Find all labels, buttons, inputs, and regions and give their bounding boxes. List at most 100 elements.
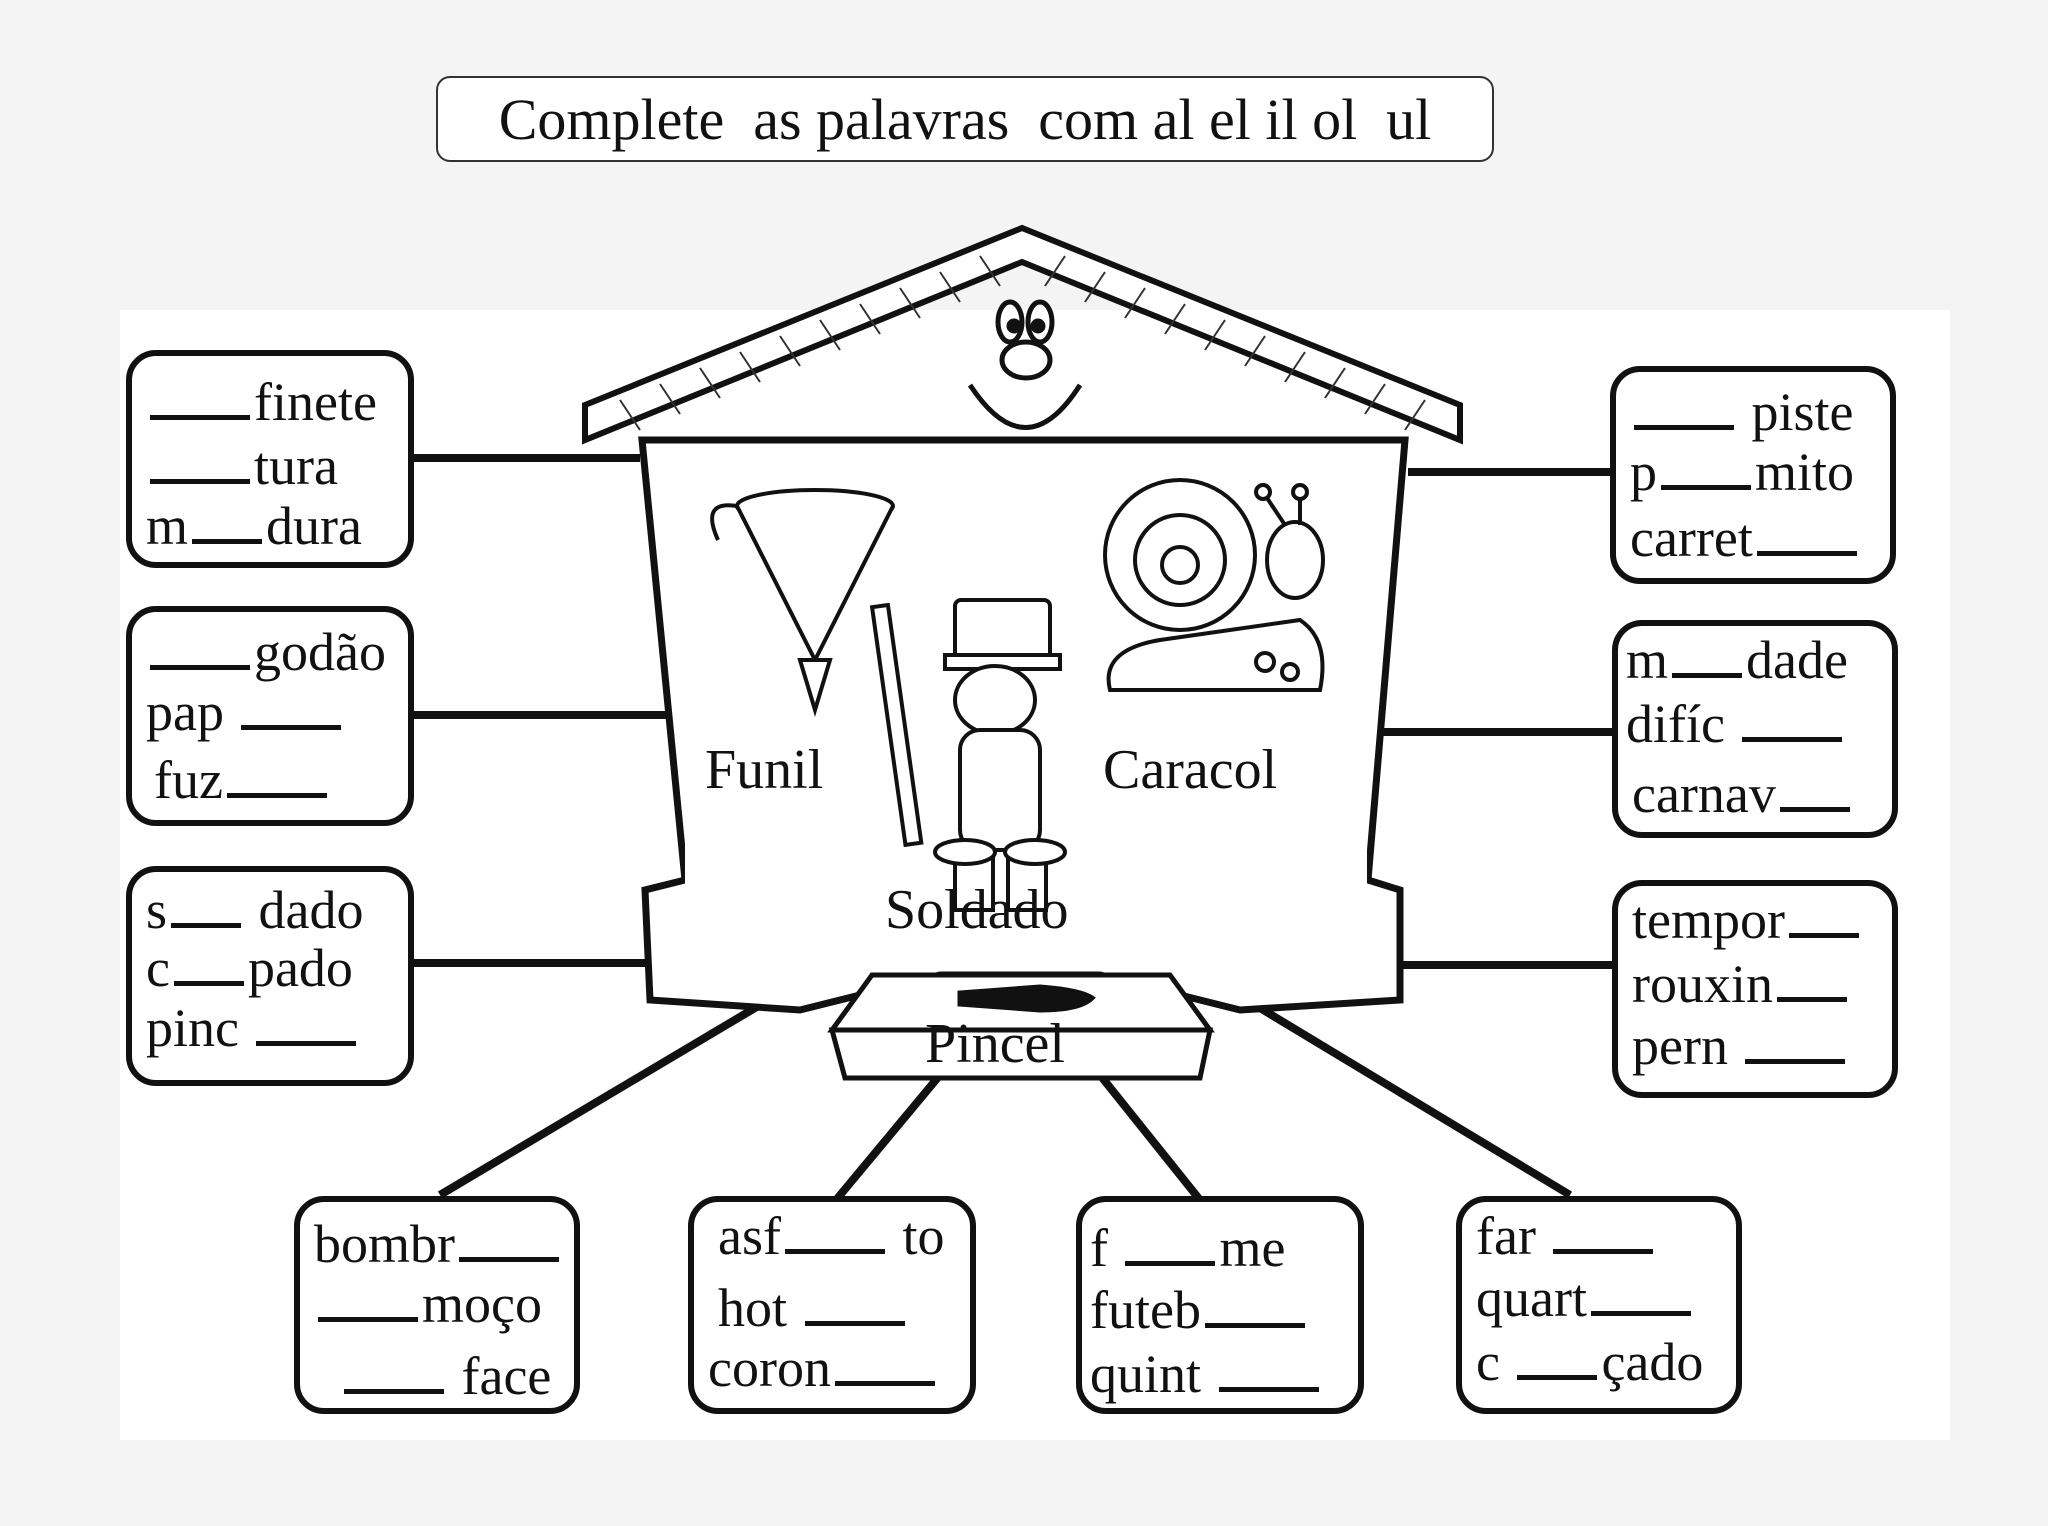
word-box-bottom-2: asf to hot coron xyxy=(688,1196,976,1414)
blank[interactable] xyxy=(192,531,263,544)
blank[interactable] xyxy=(834,1373,935,1386)
word-line: godão xyxy=(146,622,386,682)
word-line: piste xyxy=(1630,382,1854,442)
blank[interactable] xyxy=(241,717,342,730)
word-line: face xyxy=(340,1346,551,1406)
word-box-left-2: godão pap fuz xyxy=(126,606,414,826)
blank[interactable] xyxy=(1125,1253,1216,1266)
word-box-bottom-1: bombr moço face xyxy=(294,1196,580,1414)
blank[interactable] xyxy=(171,915,242,928)
blank[interactable] xyxy=(804,1313,905,1326)
word-part: tempor xyxy=(1632,890,1785,950)
word-line: s dado xyxy=(146,880,363,940)
blank[interactable] xyxy=(344,1381,444,1394)
word-part: finete xyxy=(254,372,377,432)
word-part: m xyxy=(1626,630,1669,690)
word-part: dado xyxy=(258,880,364,940)
word-line: pern xyxy=(1632,1016,1849,1076)
word-part: fuz xyxy=(154,750,223,810)
word-part: pap xyxy=(146,682,224,742)
word-box-right-3: tempor rouxin pern xyxy=(1612,880,1898,1098)
word-line: quint xyxy=(1090,1344,1323,1404)
page-title: Complete as palavras com al el il ol ul xyxy=(498,86,1432,152)
blank[interactable] xyxy=(1756,543,1857,556)
word-part: coron xyxy=(708,1338,831,1398)
word-part: p xyxy=(1630,442,1657,502)
blank[interactable] xyxy=(1634,417,1734,430)
blank[interactable] xyxy=(1517,1367,1598,1380)
funnel-icon xyxy=(710,488,895,717)
brush-tray xyxy=(827,972,1215,1081)
blank[interactable] xyxy=(1672,665,1743,678)
soldier-icon xyxy=(869,598,1067,912)
word-part: carnav xyxy=(1632,764,1776,824)
blank[interactable] xyxy=(1745,1051,1846,1064)
word-line: hot xyxy=(718,1278,909,1338)
word-box-bottom-4: far quart c çado xyxy=(1456,1196,1742,1414)
connector-lines xyxy=(410,454,1612,1203)
label-soldado: Soldado xyxy=(885,879,1069,941)
word-box-bottom-3: f me futeb quint xyxy=(1076,1196,1364,1414)
blank[interactable] xyxy=(256,1033,357,1046)
word-part: godão xyxy=(254,622,386,682)
word-part: c xyxy=(146,938,170,998)
word-part: futeb xyxy=(1090,1280,1201,1340)
word-part: piste xyxy=(1751,382,1854,442)
blank[interactable] xyxy=(150,407,250,420)
word-line: pap xyxy=(146,682,345,742)
word-part: quint xyxy=(1090,1344,1202,1404)
word-part: bombr xyxy=(314,1214,455,1274)
word-line: quart xyxy=(1476,1268,1695,1328)
snail-icon xyxy=(1103,478,1325,692)
word-line: tura xyxy=(146,436,338,496)
blank[interactable] xyxy=(1590,1303,1691,1316)
word-part: pern xyxy=(1632,1016,1728,1076)
word-line: f me xyxy=(1090,1218,1285,1278)
word-line: far xyxy=(1476,1206,1657,1266)
blank[interactable] xyxy=(1788,925,1859,938)
word-part: quart xyxy=(1476,1268,1587,1328)
label-pincel: Pincel xyxy=(925,1013,1065,1075)
word-part: s xyxy=(146,880,168,940)
word-line: tempor xyxy=(1632,890,1863,950)
blank[interactable] xyxy=(173,973,244,986)
blank[interactable] xyxy=(784,1241,885,1254)
word-part: dade xyxy=(1746,630,1848,690)
blank[interactable] xyxy=(1218,1379,1319,1392)
word-line: fuz xyxy=(154,750,331,810)
word-part: f xyxy=(1090,1218,1108,1278)
blank[interactable] xyxy=(226,785,327,798)
blank[interactable] xyxy=(1204,1315,1305,1328)
word-part: face xyxy=(461,1346,552,1406)
blank[interactable] xyxy=(1742,729,1843,742)
word-part: mito xyxy=(1755,442,1855,502)
word-line: pinc xyxy=(146,998,360,1058)
blank[interactable] xyxy=(1779,799,1850,812)
word-line: m dade xyxy=(1626,630,1848,690)
house-face xyxy=(967,299,1083,430)
word-line: p mito xyxy=(1630,442,1854,502)
word-box-right-2: m dade difíc carnav xyxy=(1612,620,1898,838)
word-part: difíc xyxy=(1626,694,1725,754)
blank[interactable] xyxy=(318,1309,418,1322)
word-line: finete xyxy=(146,372,377,432)
blank[interactable] xyxy=(459,1249,559,1262)
label-caracol: Caracol xyxy=(1103,739,1278,801)
roof xyxy=(582,224,1463,445)
word-part: dura xyxy=(266,496,362,556)
word-line: bombr xyxy=(314,1214,563,1274)
word-line: asf to xyxy=(718,1206,944,1266)
label-funil: Funil xyxy=(705,739,824,801)
word-part: far xyxy=(1476,1206,1536,1266)
blank[interactable] xyxy=(150,657,250,670)
blank[interactable] xyxy=(1553,1241,1654,1254)
word-line: coron xyxy=(708,1338,939,1398)
blank[interactable] xyxy=(1777,989,1847,1002)
blank[interactable] xyxy=(1661,477,1751,490)
blank[interactable] xyxy=(150,471,250,484)
